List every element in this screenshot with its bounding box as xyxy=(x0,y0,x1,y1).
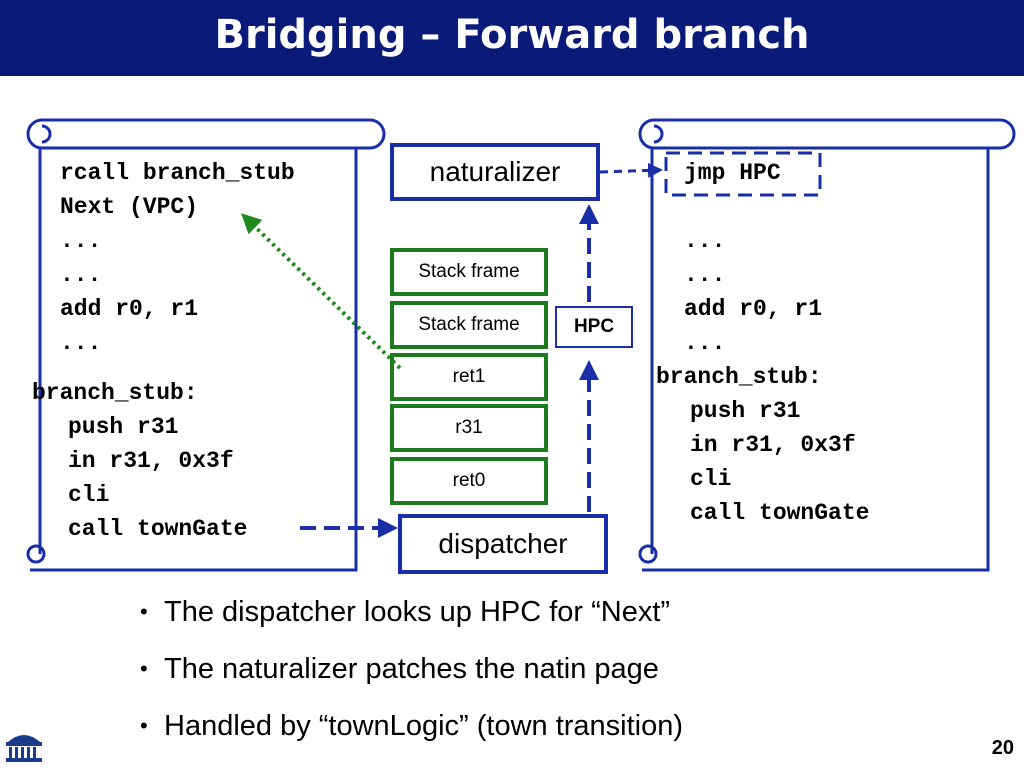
left-code-line-7: branch_stub: xyxy=(32,380,198,406)
stack-frame-2 xyxy=(390,301,548,349)
stack xyxy=(390,248,548,505)
naturalizer-box xyxy=(390,143,600,201)
left-code-line-10: cli xyxy=(68,482,110,508)
title-bar xyxy=(0,0,1024,76)
right-code-line-5: branch_stub: xyxy=(656,364,822,390)
right-code-line-3: add r0, r1 xyxy=(684,296,823,322)
left-code-line-6: ... xyxy=(60,330,102,356)
stack-frame-1 xyxy=(390,248,548,296)
stack-ret0 xyxy=(390,457,548,505)
naturalizer-label: naturalizer xyxy=(429,156,561,187)
dispatcher-label: dispatcher xyxy=(438,528,568,559)
hpc-label: HPC xyxy=(573,316,615,337)
hpc-box xyxy=(555,306,633,348)
stack-ret1-label: ret1 xyxy=(452,366,486,387)
left-code-line-3: ... xyxy=(60,228,102,254)
stack-r31 xyxy=(390,404,548,452)
right-code-line-6: push r31 xyxy=(690,398,801,424)
right-code-line-7: in r31, 0x3f xyxy=(690,432,856,458)
left-code-line-11: call townGate xyxy=(68,516,248,542)
bullet-marker: • xyxy=(140,713,148,738)
bullet-item-1: • The dispatcher looks up HPC for “Next” xyxy=(140,588,840,645)
left-code-line-8: push r31 xyxy=(68,414,179,440)
left-scroll xyxy=(26,118,386,572)
stack-ret0-label: ret0 xyxy=(452,470,486,491)
stack-frame-2-label: Stack frame xyxy=(418,314,520,335)
bullet-text-3: Handled by “townLogic” (town transition) xyxy=(164,710,684,742)
bullet-text-1: The dispatcher looks up HPC for “Next” xyxy=(164,596,671,628)
right-scroll xyxy=(638,118,1016,572)
left-code-line-1: rcall branch_stub xyxy=(60,160,295,186)
left-code-line-4: ... xyxy=(60,262,102,288)
bullet-item-2: • The naturalizer patches the natin page xyxy=(140,645,840,702)
slide-title: Bridging – Forward branch xyxy=(214,12,810,58)
bullet-item-3: • Handled by “townLogic” (town transitio… xyxy=(140,702,840,759)
right-code-line-1: ... xyxy=(684,228,726,254)
page-number: 20 xyxy=(991,737,1014,759)
right-code-line-9: call townGate xyxy=(690,500,870,526)
right-code-line-2: ... xyxy=(684,262,726,288)
bullet-marker: • xyxy=(140,599,148,624)
stack-frame-1-label: Stack frame xyxy=(418,261,520,282)
naturalizer-to-jmp-arrow xyxy=(599,162,663,178)
right-code-line-4: ... xyxy=(684,330,726,356)
stack-r31-label: r31 xyxy=(455,417,483,438)
bullet-marker: • xyxy=(140,656,148,681)
bullet-text-2: The naturalizer patches the natin page xyxy=(164,653,659,685)
bullet-list: • The dispatcher looks up HPC for “Next”… xyxy=(140,588,840,759)
right-code-line-8: cli xyxy=(690,466,732,492)
right-jmp-hpc: jmp HPC xyxy=(684,160,781,186)
left-code-line-9: in r31, 0x3f xyxy=(68,448,234,474)
left-code-line-5: add r0, r1 xyxy=(60,296,199,322)
stack-ret1 xyxy=(390,353,548,401)
ret1-to-next-arrow xyxy=(241,213,402,370)
left-code-line-2: Next (VPC) xyxy=(60,194,199,220)
dispatcher-box xyxy=(398,514,608,574)
jmp-hpc-box xyxy=(664,151,822,197)
rotunda-logo-icon xyxy=(6,735,42,762)
